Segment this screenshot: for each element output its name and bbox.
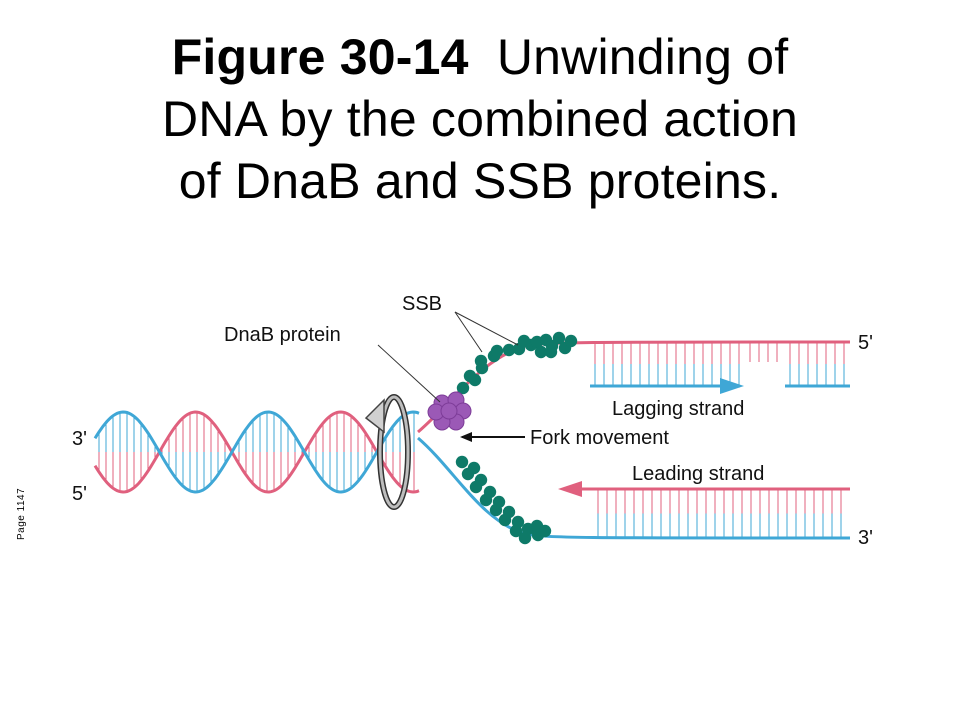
ssb-protein-icon <box>461 467 475 481</box>
lagging-strand-label: Lagging strand <box>612 398 744 420</box>
ssb-protein-icon <box>534 345 548 359</box>
figure-title: Figure 30-14 Unwinding of DNA by the com… <box>0 26 960 212</box>
ssb-protein-icon <box>538 524 552 538</box>
ssb-protein-icon <box>479 493 493 507</box>
ssb-protein-icon <box>509 524 523 538</box>
ssb-proteins <box>455 331 578 545</box>
ssb-protein-icon <box>456 381 470 395</box>
unwinding-rotation-icon <box>364 394 411 510</box>
helix-base-pairs <box>98 412 415 492</box>
label-leader-lines <box>377 311 519 403</box>
ssb-protein-icon <box>502 343 516 357</box>
leading-strand-rungs <box>597 489 842 538</box>
lagging-strand-arrowhead <box>720 378 744 394</box>
ssb-protein-icon <box>564 334 578 348</box>
title-line-3: of DnaB and SSB proteins. <box>178 153 782 209</box>
ssb-protein-icon <box>455 455 469 469</box>
leading-strand-arrowhead <box>558 481 582 497</box>
title-line-1-text: Unwinding of <box>496 29 789 85</box>
ssb-protein-icon <box>489 503 503 517</box>
title-line-2: DNA by the combined action <box>161 91 799 147</box>
ssb-protein-icon <box>474 354 488 368</box>
ssb-protein-icon <box>469 480 483 494</box>
leading-strand-group <box>558 481 850 538</box>
ssb-protein-icon <box>498 513 512 527</box>
end-label-bottom-right: 3' <box>858 527 873 549</box>
ssb-protein-icon <box>552 331 566 345</box>
parental-strand-pink <box>93 410 420 494</box>
dnab-label: DnaB protein <box>224 324 341 346</box>
parental-strand-blue <box>93 410 420 494</box>
ssb-protein-icon <box>463 369 477 383</box>
end-label-top-right: 5' <box>858 332 873 354</box>
dnab-subunit-icon <box>440 402 458 420</box>
end-label-left-bottom: 5' <box>72 483 87 505</box>
title-line-1: Figure 30-14 Unwinding of <box>0 26 960 88</box>
ssb-protein-icon <box>518 531 532 545</box>
ssb-protein-icon <box>544 345 558 359</box>
lagging-strand-group <box>590 342 850 394</box>
dnab-protein-hexamer <box>427 391 472 431</box>
figure-number: Figure 30-14 <box>171 29 469 85</box>
ssb-protein-icon <box>517 334 531 348</box>
lagging-strand-rungs-2 <box>749 342 845 386</box>
fork-movement-label: Fork movement <box>530 427 669 449</box>
end-label-left-top: 3' <box>72 428 87 450</box>
leading-strand-label: Leading strand <box>632 463 764 485</box>
ssb-protein-icon <box>490 344 504 358</box>
ssb-label: SSB <box>402 293 442 315</box>
lagging-strand-rungs <box>594 342 740 386</box>
